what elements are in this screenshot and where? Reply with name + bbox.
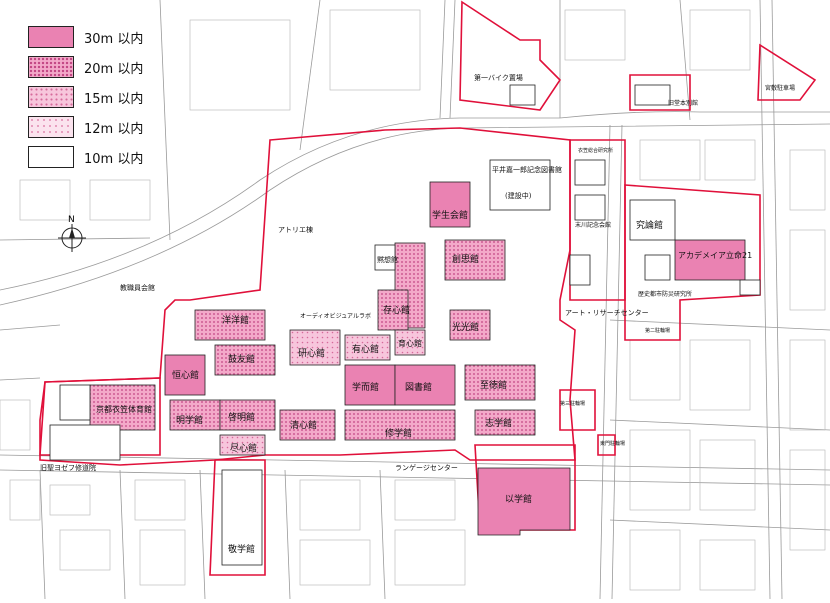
legend-label: 30m 以内 [84, 32, 144, 47]
campus-boundary [39, 0, 817, 576]
label-kyotokasagi: 京都衣笠体育館 [96, 404, 152, 414]
building-ikushinkan [394, 329, 426, 356]
label-kinen2: 末川記念会館 [575, 221, 611, 229]
building-yushinkan [344, 334, 391, 361]
label-hirai2: (建設中) [505, 191, 532, 200]
building-gakumonkan [344, 364, 396, 406]
label-hirai: 平井嘉一郎記念図書館 [492, 165, 562, 174]
building-small-east [739, 279, 761, 296]
label-toshokan: 図書館 [405, 381, 432, 393]
building-koshinkan [464, 364, 536, 401]
label-audio: オーディオビジュアルラボ [300, 312, 371, 320]
building-keigakukan [221, 469, 263, 566]
label-bike: 第一バイク置場 [474, 73, 523, 82]
label-ikushinkan: 育心館 [398, 338, 422, 348]
legend-label: 12m 以内 [84, 122, 144, 137]
building-kouyukan [214, 344, 276, 376]
label-bousai: 歴史都市防災研究所 [638, 290, 692, 298]
buildings [49, 84, 761, 566]
label-joseph: 旧聖ヨゼフ修道院 [40, 463, 96, 472]
building-meigakukan [169, 399, 221, 431]
building-soushikan [444, 239, 506, 281]
label-jinshinkan: 尽心館 [230, 442, 257, 454]
legend-swatch [28, 26, 74, 48]
label-sonshinkan: 存心館 [383, 304, 410, 316]
building-shugakukan [344, 409, 456, 441]
label-seishinkan: 清心館 [290, 419, 317, 431]
label-atelier: アトリエ棟 [278, 225, 313, 234]
label-kyouin: 教職員会館 [120, 283, 155, 292]
label-kenshinkan: 研心館 [298, 347, 325, 359]
building-hirai [489, 159, 551, 211]
label-gakumonkan: 学而館 [352, 381, 379, 393]
legend-swatch [28, 56, 74, 78]
label-art: アート・リサーチセンター [565, 308, 649, 317]
label-academia: アカデメイア立命21 [678, 250, 752, 260]
label-seiyoukan: 洋洋館 [222, 314, 249, 326]
legend-swatch [28, 146, 74, 168]
building-bousai [644, 254, 671, 281]
legend-label: 15m 以内 [84, 92, 144, 107]
building-mousou [374, 244, 396, 271]
building-joseph [49, 424, 121, 461]
building-kyutokan [634, 84, 671, 106]
legend-label: 10m 以内 [84, 152, 144, 167]
label-parking3: 東門駐輪場 [600, 440, 625, 447]
building-gym-annex [59, 384, 91, 421]
label-koukoukan: 光光館 [452, 321, 479, 333]
building-koukoukan [449, 309, 491, 341]
building-art [569, 254, 591, 286]
building-bike [509, 84, 536, 106]
building-seishinkan [279, 409, 336, 441]
label-kinen1: 衣笠総合研究所 [578, 147, 613, 154]
building-kenshinkan [289, 329, 341, 366]
map-labels: 学生会館 創思館 存心館 黙想館 光光館 至徳館 育心館 有心館 研心館 洋洋館… [40, 73, 795, 555]
building-koushinkan [164, 354, 206, 396]
building-gakuseikaikan [429, 181, 471, 228]
compass-label: N [68, 215, 75, 225]
building-kinen1 [574, 159, 606, 186]
building-academia [674, 239, 746, 281]
label-keigakukan: 敬学館 [228, 543, 255, 555]
label-parking2: 第三駐輪場 [560, 400, 585, 407]
building-meitokukan [219, 399, 276, 431]
label-koushinkan: 恒心館 [172, 369, 199, 381]
legend-label: 20m 以内 [84, 62, 144, 77]
building-toshokan [394, 364, 456, 406]
building-shigakukan [474, 409, 536, 436]
label-koshinkan: 至徳館 [480, 379, 507, 391]
label-meitokukan: 啓明館 [228, 411, 255, 423]
legend-swatch [28, 86, 74, 108]
label-miyake: 宮敷駐車場 [765, 84, 795, 92]
label-parking1: 第二駐輪場 [645, 327, 670, 334]
compass-icon: N [58, 215, 86, 252]
building-kyuuronkan [629, 199, 676, 241]
label-gakuseikaikan: 学生会館 [432, 209, 468, 221]
building-sonshinkan-2 [377, 289, 409, 331]
building-kyotokasagi [89, 384, 156, 431]
building-seiyoukan [194, 309, 266, 341]
label-kouyukan: 鼓友館 [228, 353, 255, 365]
label-kyutokan: 旧堂本別館 [668, 99, 698, 107]
label-language: ランゲージセンター [395, 463, 458, 472]
label-kyuuronkan: 究論館 [636, 219, 663, 231]
building-igakukan [477, 467, 571, 536]
legend-swatch [28, 116, 74, 138]
label-igakukan: 以学館 [505, 493, 532, 505]
label-shugakukan: 修学館 [385, 427, 412, 439]
label-yushinkan: 有心館 [352, 343, 379, 355]
label-meigakukan: 明学館 [176, 414, 203, 426]
label-soushikan: 創思館 [452, 253, 479, 265]
building-jinshinkan [219, 434, 266, 456]
label-mousou: 黙想館 [377, 255, 398, 264]
building-kinen2 [574, 194, 606, 221]
label-shigakukan: 志学館 [485, 417, 512, 429]
